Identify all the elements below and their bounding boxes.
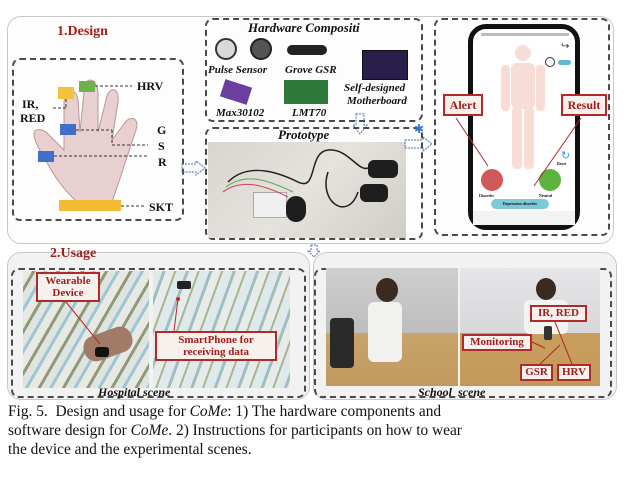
component-self-designed: Self-designed: [344, 82, 406, 94]
caption-line-2: software design for CoMe. 2) Instruction…: [8, 421, 618, 440]
hand-leader-lines: [52, 85, 148, 207]
hrv-sensor-marker: [79, 81, 95, 92]
phone-status-bar: [481, 33, 569, 36]
hospital-callout-lines: [65, 297, 180, 345]
caption-text: : 1) The hardware components and: [227, 403, 442, 420]
prototype-title: Prototype: [278, 127, 330, 142]
app-bottom-nav: [473, 211, 575, 225]
bluetooth-status-icon[interactable]: [545, 57, 555, 67]
prototype-finger-sensor-2: [360, 184, 388, 202]
label-gsr-g: G: [157, 123, 167, 137]
hrv-callout: HRV: [557, 364, 591, 381]
component-max30102: Max30102: [216, 107, 265, 119]
motherboard-image: [362, 50, 408, 80]
prototype-photo: [208, 142, 406, 238]
hardware-components-box: [205, 18, 423, 122]
skt-sensor-marker: [59, 200, 121, 211]
school-callout-lines: [531, 321, 573, 365]
callout-lines: [455, 117, 582, 187]
hospital-scene-caption: Hospital scene: [98, 385, 171, 399]
result-pill[interactable]: Depression disorder: [491, 199, 549, 209]
arrow-hand-to-prototype: [181, 160, 206, 176]
prototype-strap: [286, 196, 306, 222]
label-hrv: HRV: [137, 79, 164, 93]
bluetooth-icon: ✱: [414, 122, 425, 136]
arrow-hardware-to-prototype: [352, 113, 368, 135]
school-smartphone: [544, 326, 552, 340]
component-grove-gsr: Grove GSR: [285, 64, 337, 76]
hand-sensor-diagram: [12, 58, 184, 221]
gsr-sensor-marker-upper: [60, 124, 76, 135]
label-skt: SKT: [149, 200, 174, 214]
smartphone-mockup: ↪ ↻ Reset Disorder Neutral Depression di…: [468, 24, 580, 230]
component-pulse-sensor: Pulse Sensor: [208, 64, 267, 76]
alert-callout: Alert: [443, 94, 483, 116]
arrow-design-to-usage: [307, 244, 321, 258]
hospital-photo-smartphone: [153, 271, 290, 388]
component-motherboard: Motherboard: [347, 95, 407, 107]
smartphone-label-line2: receiving data: [182, 346, 250, 359]
student-head: [376, 278, 398, 302]
smartphone-callout: SmartPhone for receiving data: [155, 331, 277, 361]
disorder-label: Disorder: [479, 193, 495, 198]
caption-text: Fig. 5. Design and usage for: [8, 403, 190, 420]
prototype-finger-sensor-1: [368, 160, 398, 178]
result-callout: Result: [561, 94, 607, 116]
human-body-figure: [501, 45, 545, 169]
disorder-button[interactable]: [481, 169, 503, 191]
refresh-icon[interactable]: ↻: [561, 149, 571, 162]
arrow-prototype-to-app: [404, 136, 433, 152]
label-ir: IR,: [22, 97, 39, 111]
caption-system-name: CoMe: [130, 422, 169, 439]
label-gsr-r: R: [158, 155, 167, 169]
neutral-label: Neutral: [539, 193, 553, 198]
caption-text: . 2) Instructions for participants on ho…: [168, 422, 462, 439]
student-head-front: [536, 278, 556, 300]
student-body: [368, 302, 402, 362]
component-lmt70: LMT70: [292, 107, 327, 119]
pulse-sensor-image-2: [250, 38, 272, 60]
reset-label: Reset: [557, 161, 567, 166]
ir-red-callout: IR, RED: [530, 305, 587, 322]
smartphone-label-line1: SmartPhone for: [178, 334, 254, 346]
connection-toggle[interactable]: [558, 60, 571, 65]
figure-caption: Fig. 5. Design and usage for CoMe: 1) Th…: [8, 402, 618, 459]
label-red: RED: [20, 111, 46, 125]
label-gsr-s: S: [158, 139, 165, 153]
prototype-box: [205, 127, 423, 240]
caption-line-1: Fig. 5. Design and usage for CoMe: 1) Th…: [8, 402, 618, 421]
caption-line-3: the device and the experimental scenes.: [8, 441, 252, 458]
hospital-smartphone: [177, 281, 191, 289]
grove-gsr-image: [287, 45, 327, 55]
ir-red-sensor-marker: [58, 87, 74, 99]
wearable-label-line2: Device: [52, 287, 84, 300]
pulse-sensor-image-1: [215, 38, 237, 60]
chair: [330, 318, 354, 368]
lmt70-image: [284, 80, 328, 104]
monitoring-callout: Monitoring: [462, 334, 532, 351]
app-design-box: [434, 18, 610, 236]
gsr-callout: GSR: [520, 364, 553, 381]
design-section-title: 1.Design: [57, 24, 108, 39]
wearable-device-callout: Wearable Device: [36, 272, 100, 302]
share-icon[interactable]: ↪: [561, 41, 570, 52]
caption-system-name: CoMe: [189, 403, 228, 420]
prototype-cables: [222, 149, 369, 208]
hardware-title: Hardware Compositi: [248, 20, 360, 35]
neutral-button[interactable]: [539, 169, 561, 191]
school-photo-side: [326, 268, 458, 386]
school-scene-caption: School scene: [418, 385, 486, 399]
gsr-sensor-marker-lower: [38, 151, 54, 162]
hospital-scene-box: [11, 268, 306, 398]
usage-section-title: 2.Usage: [50, 246, 97, 261]
caption-text: software design for: [8, 422, 131, 439]
hospital-wearable-device: [95, 347, 109, 357]
wearable-label-line1: Wearable: [45, 275, 91, 287]
